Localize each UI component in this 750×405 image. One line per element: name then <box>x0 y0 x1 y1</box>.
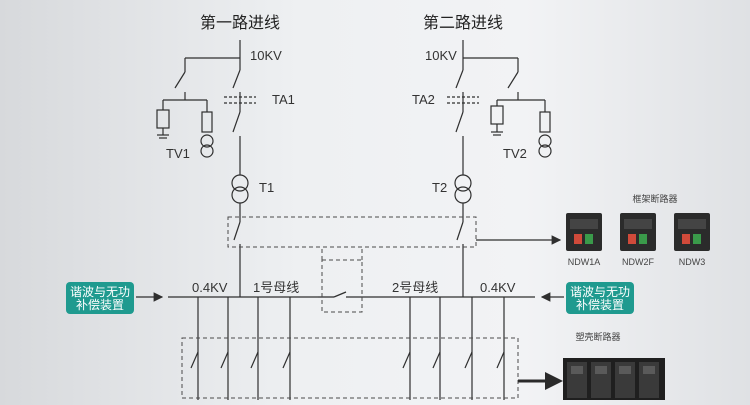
acb-product-ndw2f: NDW2F <box>620 213 656 267</box>
voltage-hv-right: 10KV <box>425 48 457 63</box>
breaker-2 <box>455 111 464 133</box>
label-t2: T2 <box>432 180 447 195</box>
title-line2: 第二路进线 <box>423 14 503 32</box>
transformer-t2-lv <box>454 186 472 204</box>
disconnector-2 <box>455 69 464 89</box>
comp-left-button <box>66 282 134 314</box>
comp-right-button <box>566 282 634 314</box>
bus-tie-box <box>321 259 363 313</box>
label-tv1: TV1 <box>166 146 190 161</box>
acb-model-ndw2f: NDW2F <box>622 257 654 267</box>
transformer-t1-lv <box>231 186 249 204</box>
comp-right-line2: 补偿装置 <box>576 297 624 312</box>
bus2-label: 2号母线 <box>392 280 438 295</box>
voltage-lv-left: 0.4KV <box>192 280 228 295</box>
bus-bars <box>168 291 535 298</box>
voltage-hv-left: 10KV <box>250 48 282 63</box>
acb-product-ndw3: NDW3 <box>674 213 710 267</box>
comp-left-line2: 补偿装置 <box>76 297 124 312</box>
mccb-group-title: 塑壳断路器 <box>575 331 620 342</box>
lv-breaker-1 <box>233 221 241 241</box>
bus-tie-breaker <box>333 291 347 298</box>
arrester-tv1 <box>156 109 170 129</box>
feeder-group-box <box>181 337 519 399</box>
acb-product-ndw1a: NDW1A <box>566 213 602 267</box>
disconnector-1 <box>232 69 241 89</box>
voltage-lv-right: 0.4KV <box>480 280 516 295</box>
incoming-line-1 <box>156 40 256 297</box>
transformer-t2-hv <box>454 174 472 192</box>
transformer-t1-hv <box>231 174 249 192</box>
incoming-line-2 <box>447 40 552 297</box>
comp-left[interactable]: 谐波与无功 补偿装置 <box>66 282 134 314</box>
breaker-1 <box>232 111 241 133</box>
label-ta2: TA2 <box>412 92 435 107</box>
label-ta1: TA1 <box>272 92 295 107</box>
acb-model-ndw1a: NDW1A <box>568 257 601 267</box>
label-tv2: TV2 <box>503 146 527 161</box>
lv-breaker-group-box <box>227 216 477 248</box>
feeder-outlets <box>190 297 505 400</box>
fuse-tv1 <box>201 111 213 133</box>
title-line1: 第一路进线 <box>200 14 280 32</box>
comp-right-line1: 谐波与无功 <box>570 285 630 299</box>
lv-breaker-2 <box>456 221 464 241</box>
comp-left-line1: 谐波与无功 <box>70 285 130 299</box>
acb-model-ndw3: NDW3 <box>679 257 706 267</box>
arrester-tv2 <box>490 105 504 125</box>
fuse-tv2 <box>539 111 551 133</box>
label-t1: T1 <box>259 180 274 195</box>
acb-group-title: 框架断路器 <box>632 193 677 204</box>
bus1-label: 1号母线 <box>253 280 299 295</box>
comp-right[interactable]: 谐波与无功 补偿装置 <box>566 282 634 314</box>
mccb-product <box>563 358 665 400</box>
